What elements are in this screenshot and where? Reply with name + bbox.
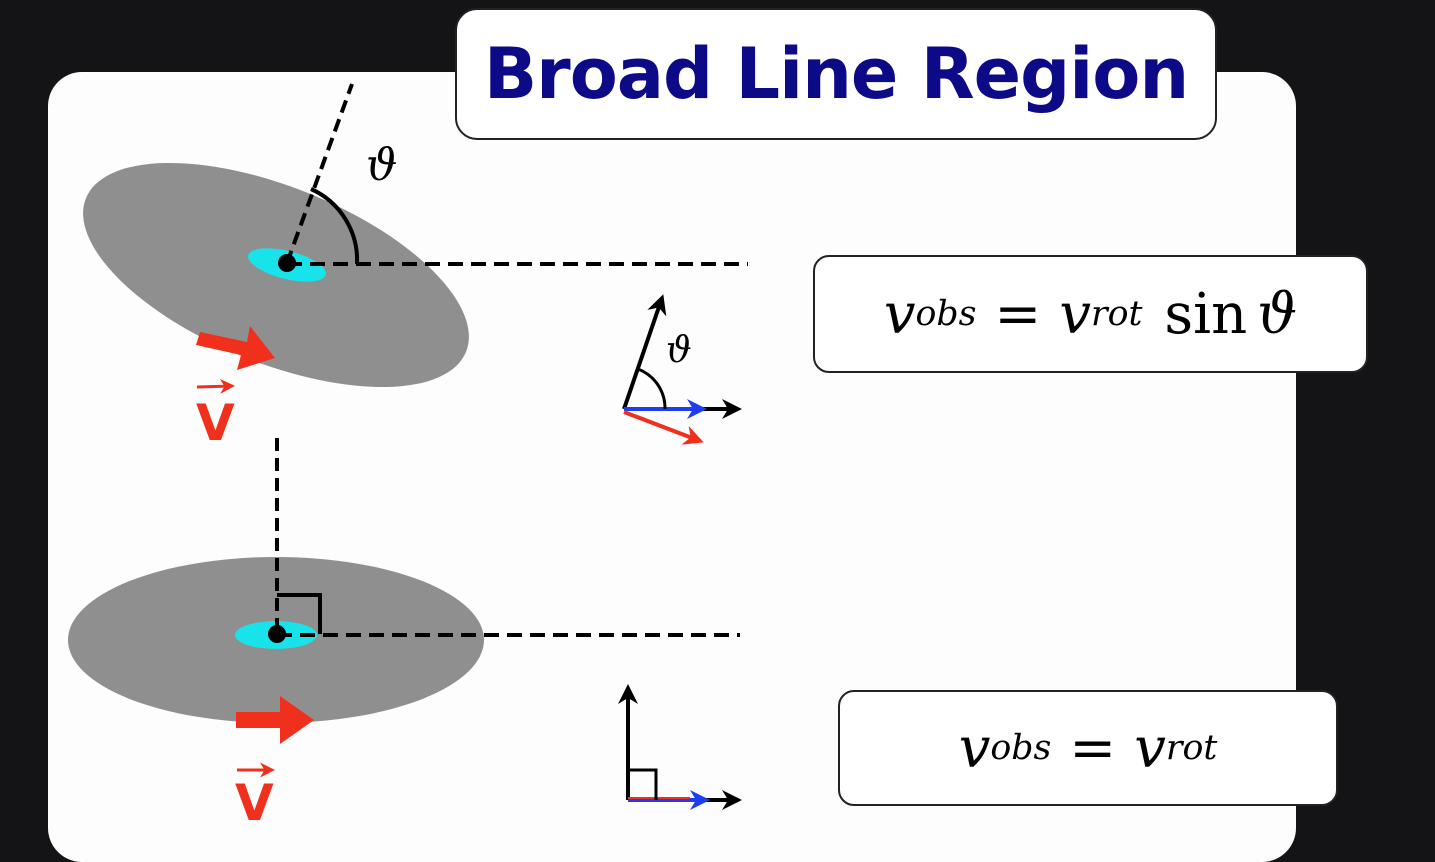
theta-arc-top (310, 187, 360, 265)
faceon-disk-group (68, 438, 740, 778)
eq2-obs: obs (990, 728, 1052, 768)
theta-label-small: ϑ (666, 330, 692, 371)
eq1-sin: sin (1164, 281, 1248, 347)
eq1-v: v (883, 281, 916, 347)
eq1-rot: rot (1090, 294, 1143, 334)
velocity-label-top: V (196, 394, 235, 452)
eq2-rot: rot (1165, 728, 1218, 768)
eq2-v: v (958, 715, 991, 781)
velocity-arrow-top (196, 326, 275, 370)
eq2-v2: v (1134, 715, 1166, 781)
observed-direction-arrow (622, 294, 667, 410)
title-box: Broad Line Region (455, 8, 1217, 140)
right-angle-mark-small (628, 768, 658, 800)
eq1-theta: ϑ (1257, 281, 1298, 347)
velocity-label-bottom: V (235, 774, 274, 832)
vector-arrow-top (196, 378, 235, 394)
eq1-equals: = (994, 281, 1042, 347)
page-title: Broad Line Region (483, 33, 1189, 115)
projection-diagram-top (622, 294, 742, 445)
tilted-axis-dashed (285, 83, 354, 264)
velocity-arrow-bottom (236, 696, 314, 744)
projection-diagram-bottom (618, 684, 742, 810)
theta-arc-small (637, 367, 667, 410)
rotation-velocity-arrow (623, 410, 704, 445)
eq1-v2: v (1059, 281, 1091, 347)
tilted-disk-group (83, 83, 748, 394)
theta-label-top: ϑ (366, 140, 398, 191)
blr-diagram (68, 83, 748, 810)
eq1-obs: obs (915, 294, 977, 334)
right-angle-mark (277, 593, 322, 634)
eq2-equals: = (1069, 715, 1117, 781)
